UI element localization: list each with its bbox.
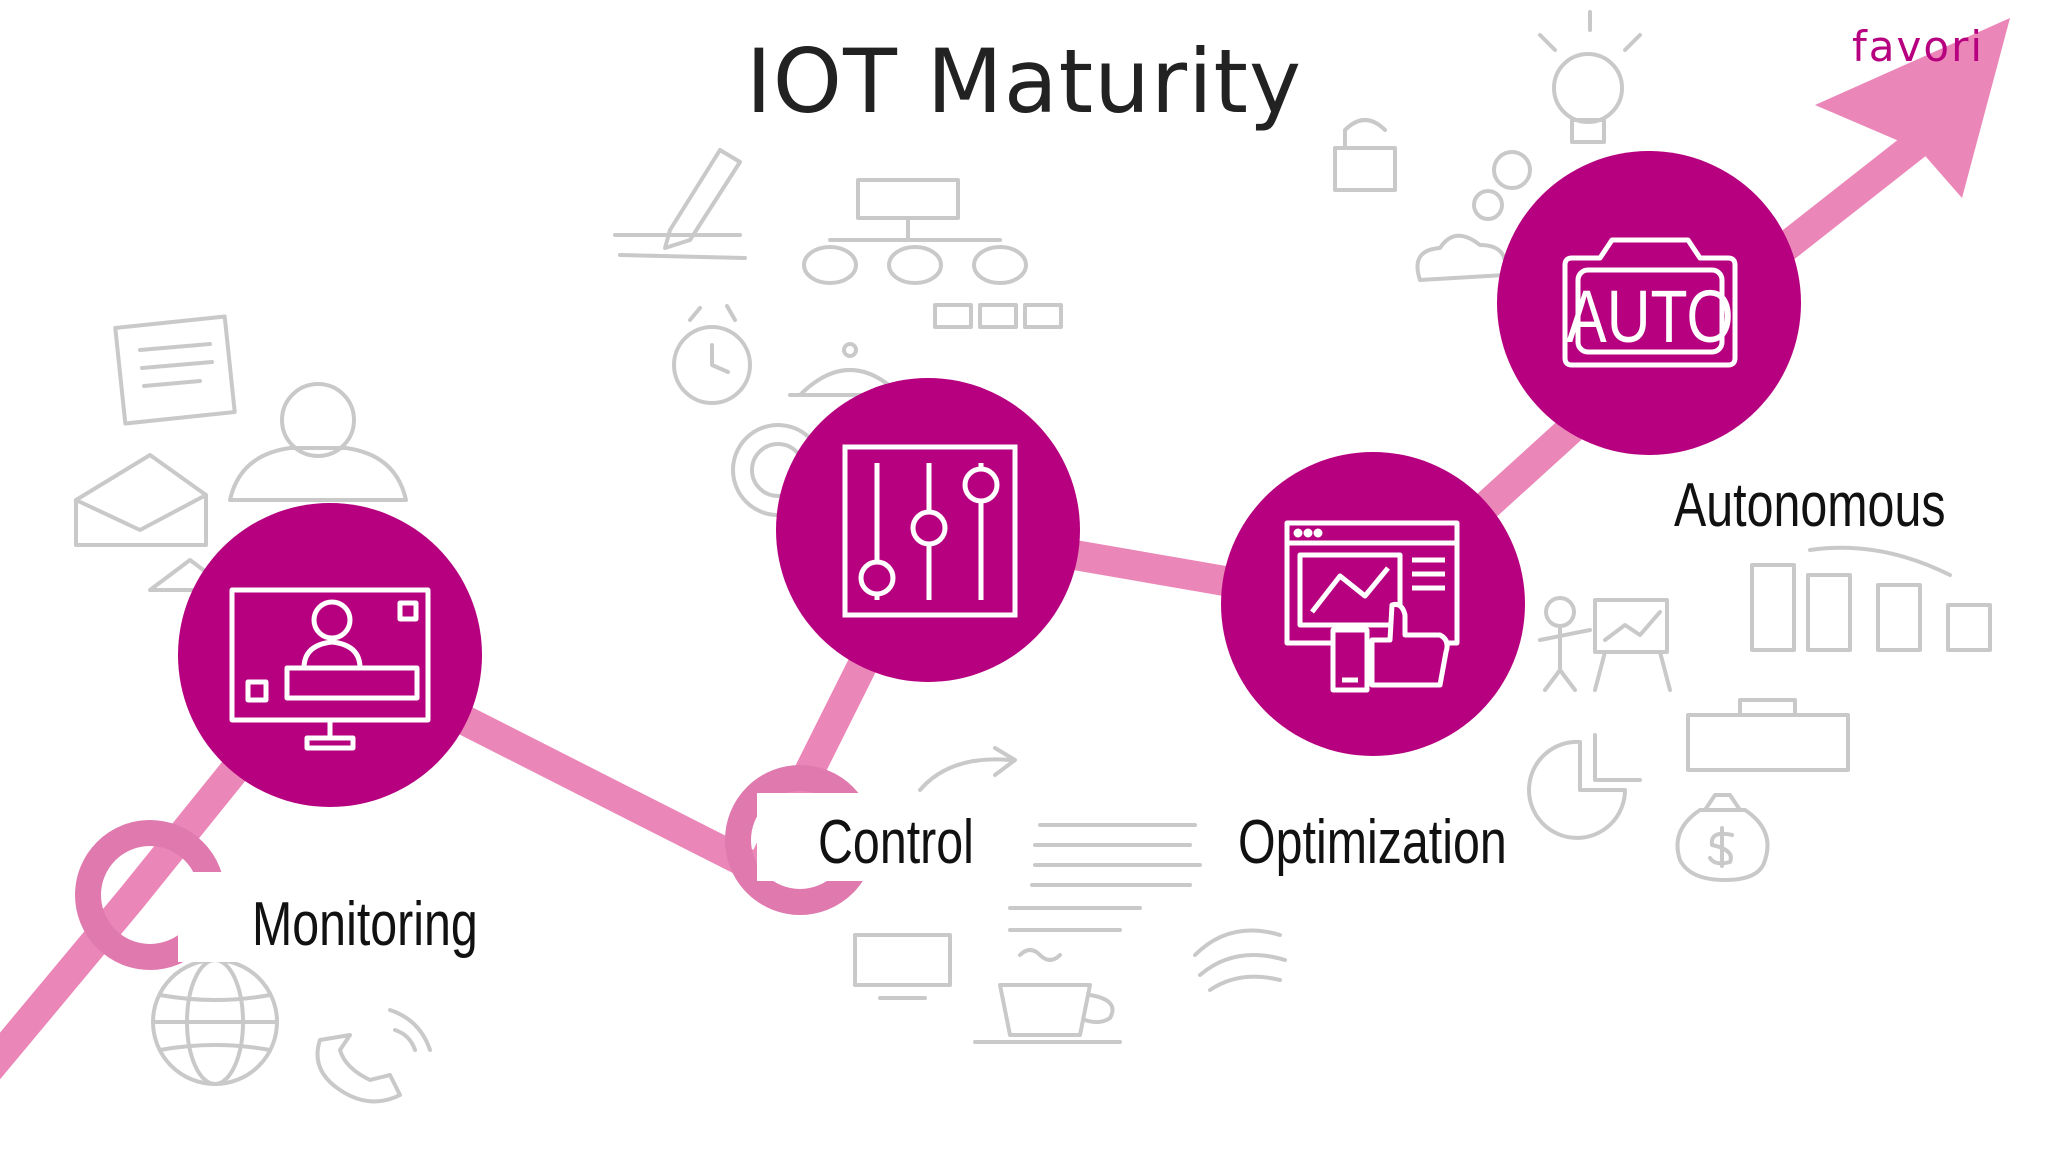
pie-chart-sketch-icon bbox=[1527, 733, 1642, 840]
coffee-cup-sketch-icon bbox=[973, 948, 1122, 1044]
cloud-sketch-icon bbox=[1415, 233, 1508, 282]
stage-label-autonomous: Autonomous bbox=[1674, 471, 1946, 540]
stage-label-monitoring: Monitoring bbox=[252, 890, 478, 959]
stage-monitoring bbox=[178, 503, 482, 807]
monitor-user-icon bbox=[229, 587, 431, 751]
slide-title: IOT Maturity bbox=[745, 30, 1303, 133]
lightbulb-sketch-icon bbox=[1538, 10, 1642, 144]
padlock-sketch-icon bbox=[1333, 118, 1397, 192]
person-sketch-icon bbox=[228, 382, 408, 502]
growth-arrow-head bbox=[1815, 18, 2010, 198]
alarm-clock-sketch-icon bbox=[672, 304, 752, 405]
wifi-sketch-icon bbox=[1193, 928, 1287, 992]
monitor-sketch-icon bbox=[853, 933, 952, 1000]
org-chart-sketch-icon bbox=[802, 178, 1063, 329]
curved-arrow-sketch-icon bbox=[918, 746, 1017, 792]
stage-autonomous: AUTO bbox=[1497, 151, 1801, 455]
phone-sketch-icon bbox=[315, 1008, 432, 1104]
globe-sketch-icon bbox=[151, 958, 279, 1086]
stage-label-optimization: Optimization bbox=[1238, 808, 1507, 877]
stage-optimization bbox=[1221, 452, 1525, 756]
label-plate-control bbox=[757, 793, 987, 881]
money-bag-sketch-icon bbox=[1675, 793, 1770, 882]
presenter-sketch-icon bbox=[1538, 596, 1672, 692]
toolbox-sketch-icon bbox=[1686, 698, 1850, 772]
gears-sketch-icon bbox=[1472, 150, 1532, 221]
bar-chart-sketch-icon bbox=[1750, 545, 1992, 652]
label-plate-monitoring bbox=[178, 872, 478, 962]
stage-control bbox=[776, 378, 1080, 682]
sliders-icon bbox=[842, 444, 1018, 618]
auto-camera-icon bbox=[1562, 237, 1738, 368]
brand-logo: favori bbox=[1852, 22, 1985, 71]
analytics-thumbs-up-icon bbox=[1284, 520, 1460, 693]
auto-camera-text: AUTO bbox=[1566, 276, 1733, 358]
stage-label-control: Control bbox=[818, 808, 974, 877]
text-lines-sketch-icon bbox=[1008, 823, 1202, 932]
pencil-sketch-icon bbox=[613, 148, 747, 260]
document-sketch-icon bbox=[113, 314, 237, 426]
